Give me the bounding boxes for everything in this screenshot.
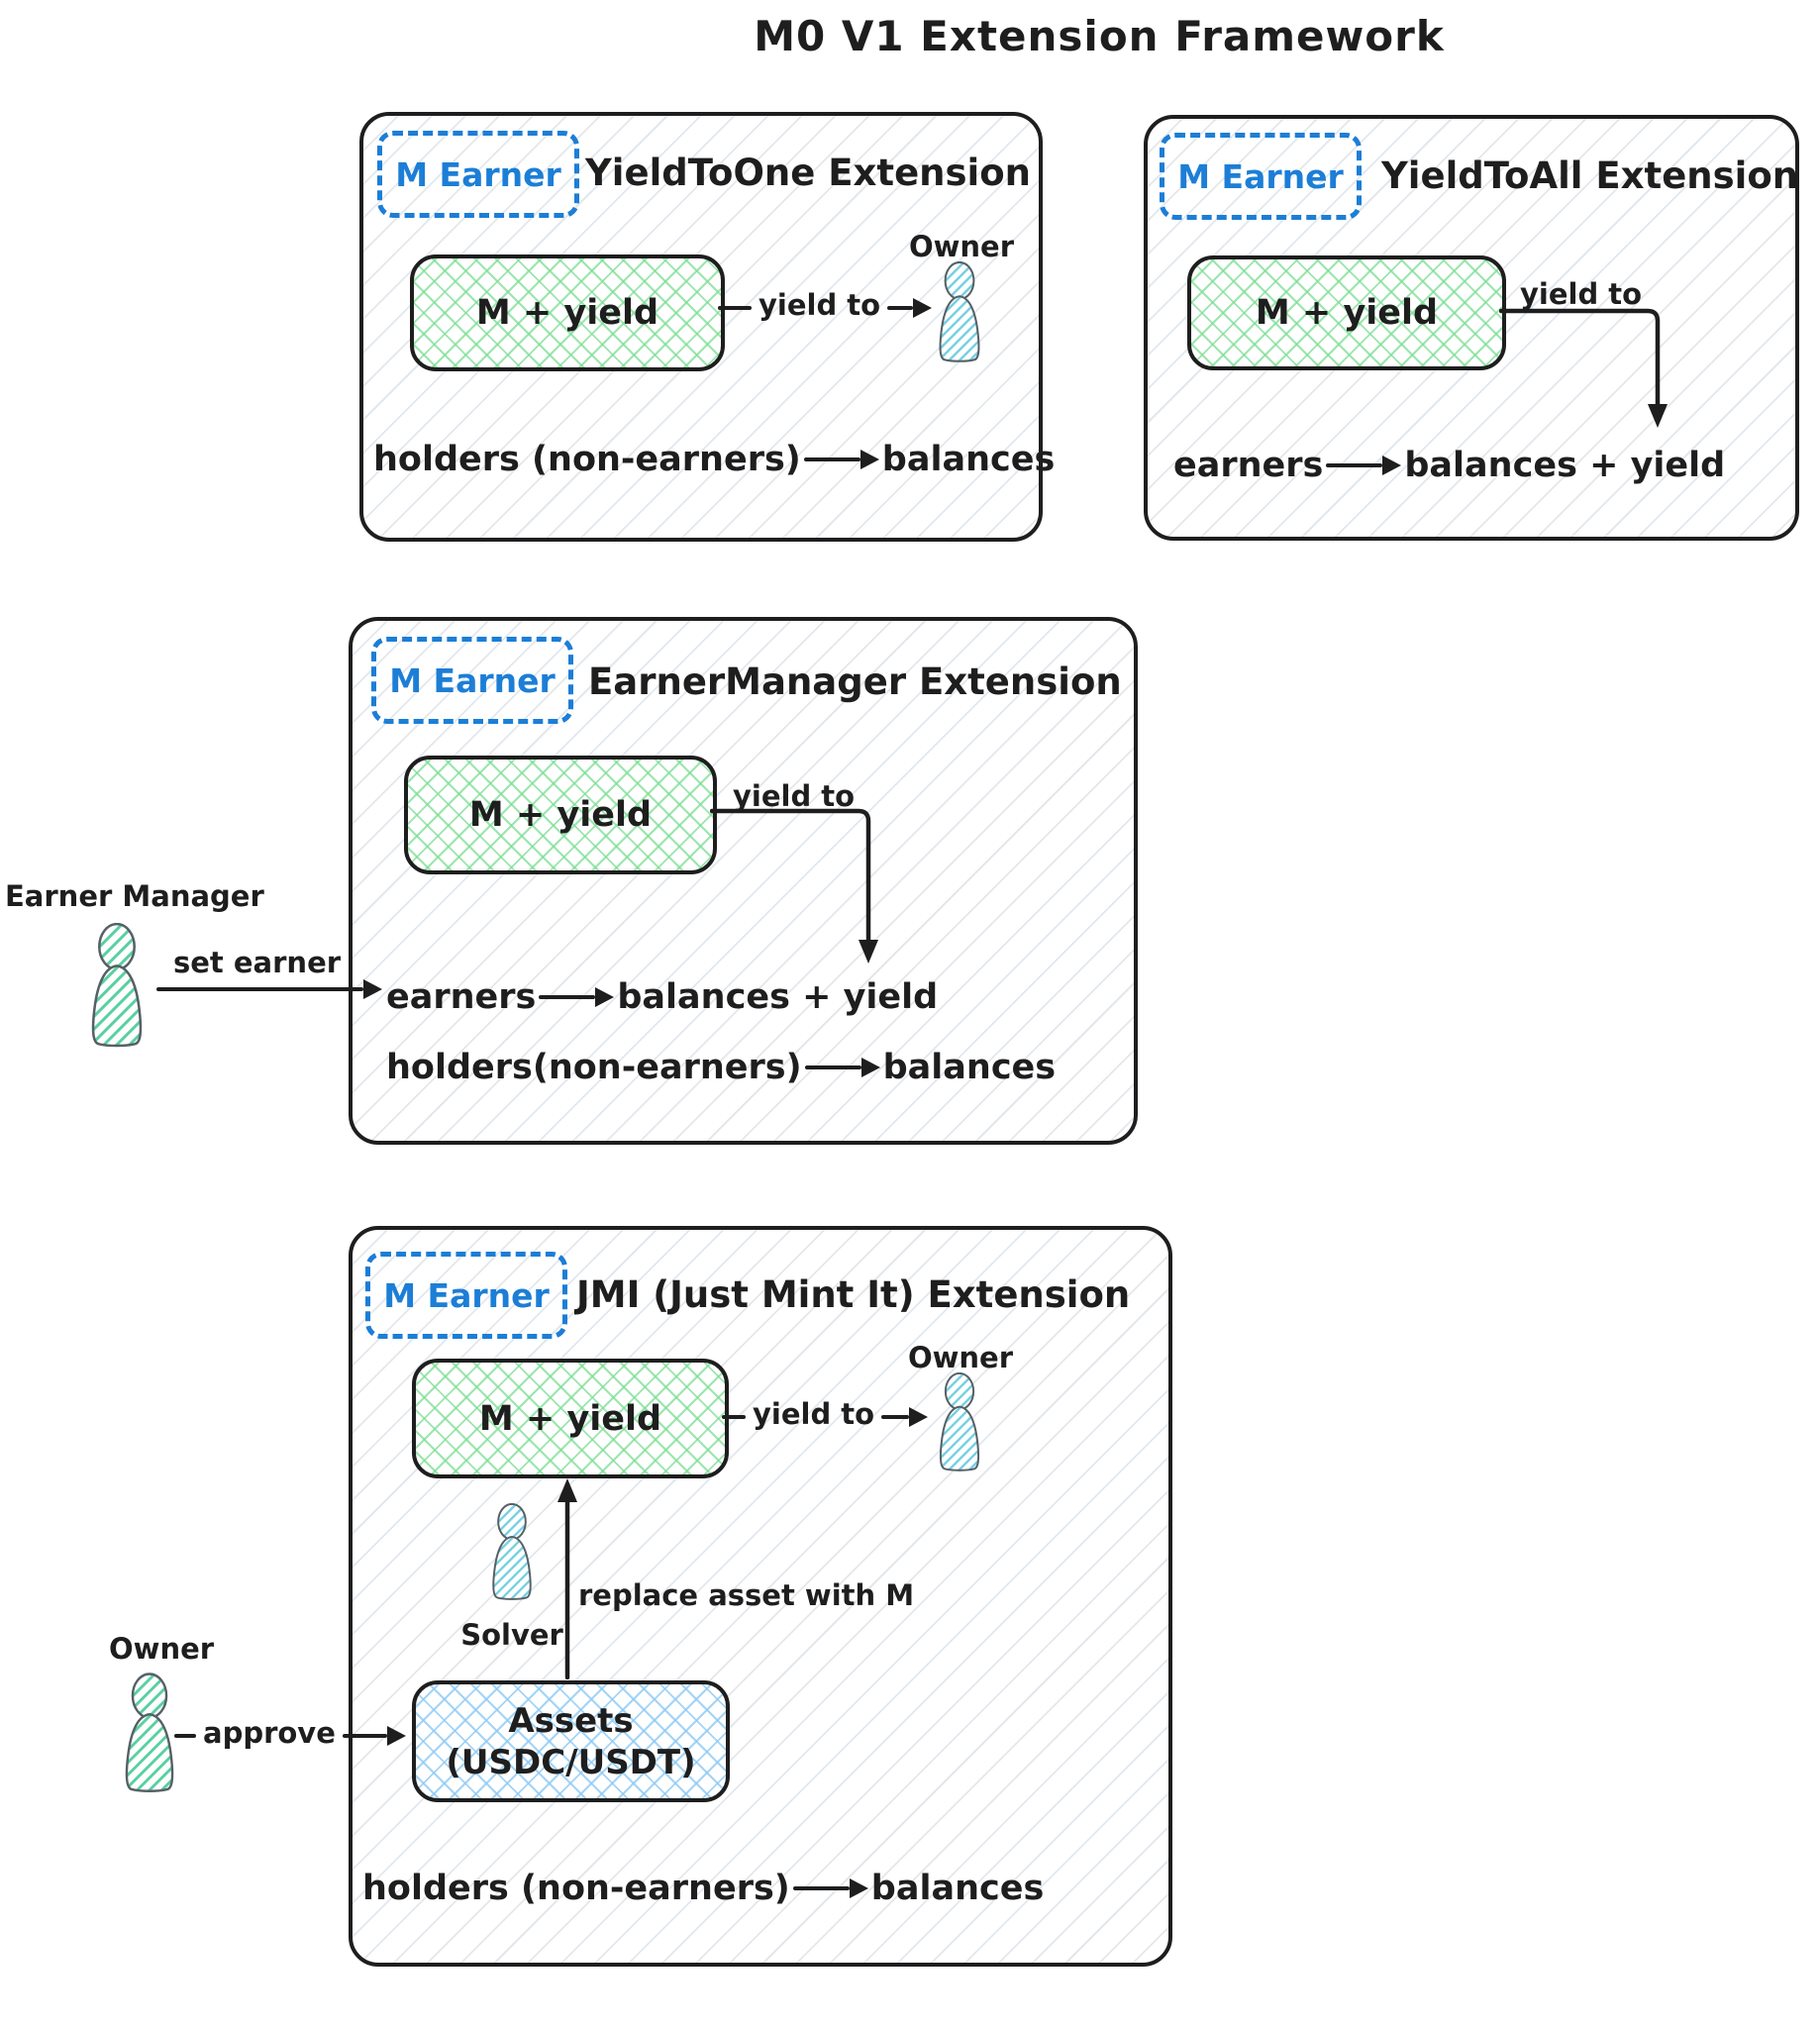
m-earner-badge-label: M Earner (383, 1275, 550, 1315)
owner-label: Owner (109, 1632, 215, 1666)
replace-asset-arrow-label: replace asset with M (578, 1578, 915, 1612)
assets-title: Assets (508, 1700, 634, 1741)
flow-to-label: balances (882, 1048, 1057, 1087)
m-earner-badge: M Earner (1160, 133, 1362, 220)
arrow-shaft (722, 1415, 746, 1419)
m-earner-badge-label: M Earner (395, 154, 561, 194)
m-earner-badge: M Earner (371, 637, 573, 724)
arrow-head-icon (387, 1726, 406, 1746)
m-plus-yield-box: M + yield (404, 756, 717, 874)
earners-flow-row: earners balances + yield (386, 977, 938, 1017)
yield-to-arrow-label: yield to (753, 1397, 875, 1431)
holders-flow-row: holders(non-earners) balances (386, 1048, 1056, 1087)
flow-to-label: balances + yield (617, 977, 939, 1017)
set-earner-arrow (156, 971, 382, 1007)
solver-person-icon (492, 1503, 532, 1600)
yield-to-arrow-label: yield to (733, 779, 856, 813)
right-arrow-icon (804, 1058, 880, 1077)
earners-flow-row: earners balances + yield (1173, 446, 1725, 485)
arrow-head-icon (859, 940, 878, 963)
m-plus-yield-box: M + yield (1187, 255, 1506, 370)
arrow-head-icon (909, 1407, 928, 1427)
arrow-shaft (342, 1734, 387, 1738)
arrow-shaft (174, 1734, 196, 1738)
flow-to-label: balances (881, 440, 1056, 479)
holders-flow-row: holders (non-earners) balances (373, 440, 1055, 479)
right-arrow-icon (803, 450, 879, 469)
flow-from-label: earners (1173, 446, 1324, 485)
m-plus-yield-box: M + yield (412, 1359, 729, 1478)
panel-title-yieldtoall: YieldToAll Extension (1381, 154, 1799, 197)
m-plus-yield-label: M + yield (475, 293, 659, 333)
m-earner-badge: M Earner (365, 1252, 567, 1339)
yield-to-arrow-label: yield to (1520, 277, 1643, 311)
panel-title-earnermanager: EarnerManager Extension (588, 660, 1122, 703)
right-arrow-icon (1326, 456, 1402, 475)
yield-to-elbow-arrow (710, 808, 878, 963)
assets-box: Assets (USDC/USDT) (412, 1680, 730, 1802)
owner-person-icon (125, 1673, 174, 1792)
m-plus-yield-label: M + yield (478, 1398, 662, 1439)
right-arrow-icon (539, 987, 615, 1007)
flow-to-label: balances (870, 1869, 1045, 1908)
yieldtoone-panel: M Earner YieldToOne Extension M + yield … (359, 112, 1055, 542)
owner-person-icon (939, 261, 980, 362)
arrow-head-icon (363, 979, 382, 999)
holders-flow-row: holders (non-earners) balances (362, 1869, 1044, 1908)
approve-arrow-label: approve (203, 1716, 336, 1750)
flow-from-label: holders(non-earners) (386, 1048, 802, 1087)
earnermanager-panel: M Earner EarnerManager Extension M + yie… (349, 617, 1138, 1145)
arrow-shaft (887, 306, 913, 310)
yield-to-arrow: yield to (722, 1397, 928, 1435)
m-plus-yield-box: M + yield (410, 254, 725, 371)
m-earner-badge-label: M Earner (389, 660, 556, 700)
panel-title-jmi: JMI (Just Mint It) Extension (576, 1273, 1131, 1316)
flow-from-label: holders (non-earners) (362, 1869, 790, 1908)
owner-person-icon (939, 1372, 980, 1471)
owner-label: Owner (907, 1341, 1014, 1374)
yield-to-arrow-label: yield to (758, 288, 881, 322)
m-earner-badge-label: M Earner (1177, 156, 1344, 196)
approve-arrow: approve (174, 1716, 406, 1754)
solver-label: Solver (460, 1618, 563, 1652)
assets-subtitle: (USDC/USDT) (446, 1742, 696, 1782)
flow-to-label: balances + yield (1404, 446, 1726, 485)
set-earner-arrow-label: set earner (173, 946, 342, 979)
arrow-shaft (718, 306, 752, 310)
jmi-panel: M Earner JMI (Just Mint It) Extension M … (349, 1226, 1172, 1967)
arrow-head-icon (913, 298, 932, 318)
yield-to-elbow-arrow (1499, 308, 1668, 428)
flow-from-label: earners (386, 977, 537, 1017)
arrow-shaft (881, 1415, 909, 1419)
arrow-head-icon (1648, 404, 1668, 428)
earner-manager-label: Earner Manager (5, 879, 264, 913)
earner-manager-person-icon (91, 923, 143, 1048)
replace-asset-arrow (557, 1478, 577, 1679)
arrow-head-icon (557, 1478, 577, 1502)
right-arrow-icon (792, 1878, 868, 1898)
owner-label: Owner (908, 230, 1015, 263)
yield-to-arrow: yield to (718, 288, 932, 326)
diagram-title: M0 V1 Extension Framework (754, 12, 1445, 60)
m-plus-yield-label: M + yield (1255, 293, 1439, 333)
m-plus-yield-label: M + yield (468, 795, 653, 835)
m-earner-badge: M Earner (377, 131, 579, 218)
yieldtoall-panel: M Earner YieldToAll Extension M + yield … (1144, 115, 1799, 541)
flow-from-label: holders (non-earners) (373, 440, 801, 479)
panel-title-yieldtoone: YieldToOne Extension (585, 152, 1031, 194)
arrow-shaft (156, 987, 363, 991)
